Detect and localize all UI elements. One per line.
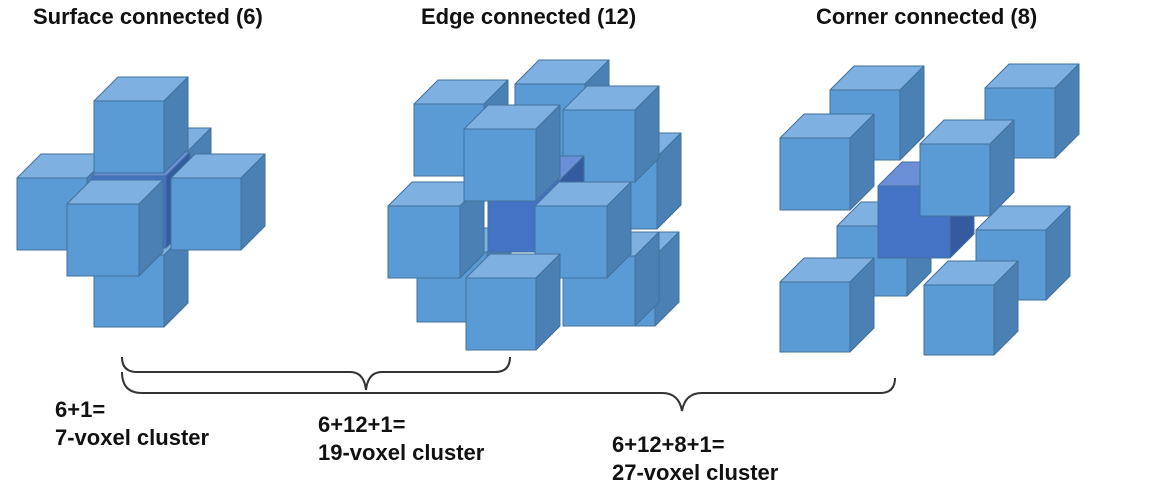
edge-connected-title: Edge connected (12) <box>421 4 637 29</box>
cluster-7-label: 6+1= 7-voxel cluster <box>55 396 209 452</box>
brace-19-voxel <box>121 371 896 412</box>
corner-connected-title: Corner connected (8) <box>816 4 1038 29</box>
corner-cube-back-top-right <box>984 63 1080 159</box>
edge-cube-bottom-front <box>465 253 561 351</box>
corner-cube-front-top-right <box>919 119 1015 217</box>
surface-connected-title: Surface connected (6) <box>33 4 263 29</box>
cluster-7-formula: 6+1= <box>55 397 106 422</box>
cluster-27-name: 27-voxel cluster <box>612 460 779 485</box>
corner-cube-front-bottom-right <box>923 260 1019 356</box>
corner-cube-front-bottom-left <box>779 257 875 353</box>
surface-cube-front <box>66 179 164 277</box>
cluster-7-name: 7-voxel cluster <box>55 425 210 450</box>
cluster-27-formula: 6+12+8+1= <box>612 432 725 457</box>
voxel-cubes <box>16 59 1080 356</box>
surface-cube-top <box>93 76 189 174</box>
cluster-braces <box>121 356 896 412</box>
cluster-19-label: 6+12+1= 19-voxel cluster <box>318 411 484 467</box>
cluster-19-name: 19-voxel cluster <box>318 440 485 465</box>
cluster-27-label: 6+12+8+1= 27-voxel cluster <box>612 431 778 487</box>
brace-7-voxel <box>121 356 511 391</box>
surface-cube-right <box>170 153 266 251</box>
cluster-19-formula: 6+12+1= <box>318 412 406 437</box>
edge-cube-top-front <box>463 104 561 202</box>
edge-cube-right-front <box>534 181 632 279</box>
corner-cube-front-top-left <box>779 113 875 211</box>
